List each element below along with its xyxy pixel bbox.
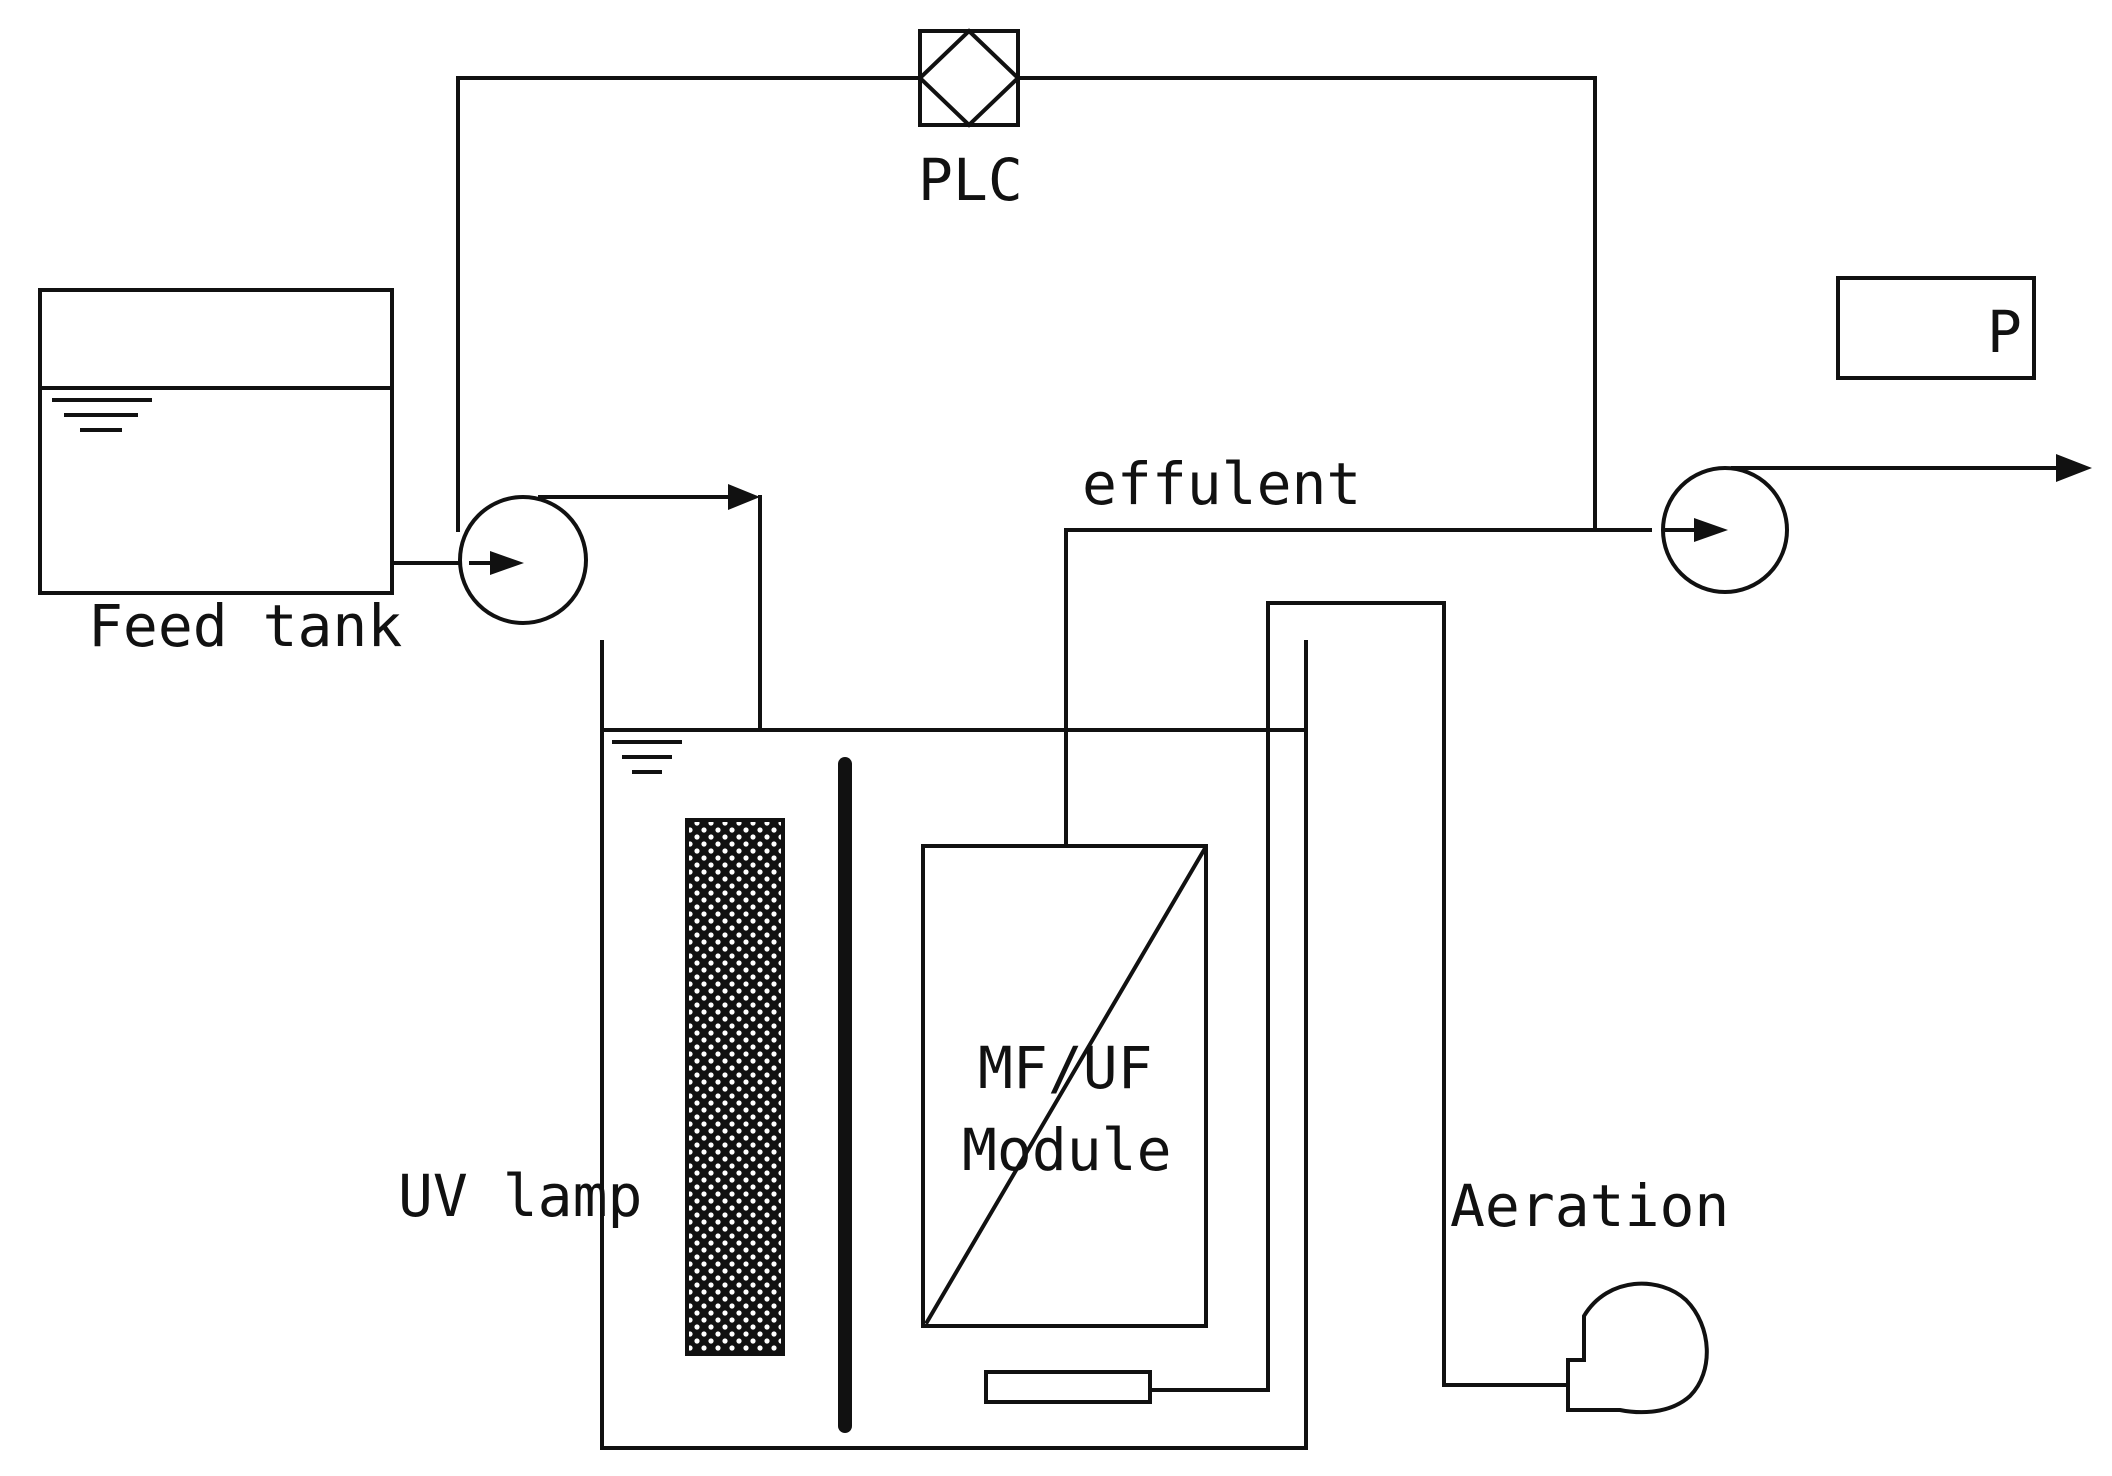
permeate-discharge-arrow bbox=[2056, 454, 2092, 482]
effluent-label: effulent bbox=[1082, 450, 1361, 518]
air-diffuser bbox=[984, 1370, 1152, 1404]
suction-pump bbox=[1661, 466, 1789, 594]
feed-tank-water-level-icon bbox=[52, 398, 152, 432]
air-blower bbox=[1566, 1281, 1709, 1415]
pump-discharge-arrow bbox=[728, 484, 760, 510]
plc-control-loop bbox=[456, 76, 1597, 532]
pressure-gauge bbox=[1836, 276, 2036, 380]
air-supply-line bbox=[1148, 601, 1570, 1392]
membrane-label-line1: MF/UF bbox=[978, 1034, 1153, 1102]
pressure-label: P bbox=[1987, 298, 2022, 366]
uv-lamp-label: UV lamp bbox=[398, 1162, 642, 1230]
reactor-water-level-icon bbox=[612, 740, 682, 774]
plc-controller-icon bbox=[917, 28, 1021, 128]
control-line-left bbox=[456, 76, 922, 532]
reactor-tank bbox=[600, 640, 1308, 1450]
feed-tank-label: Feed tank bbox=[88, 592, 402, 660]
plc-label: PLC bbox=[918, 146, 1023, 214]
control-line-right bbox=[1016, 76, 1597, 530]
feed-tank bbox=[38, 288, 394, 595]
membrane-label-line2: Module bbox=[962, 1116, 1172, 1184]
uv-lamp bbox=[685, 818, 785, 1356]
effluent-line bbox=[1064, 528, 1652, 848]
feed-pump bbox=[458, 495, 588, 625]
aeration-label: Aeration bbox=[1450, 1172, 1729, 1240]
